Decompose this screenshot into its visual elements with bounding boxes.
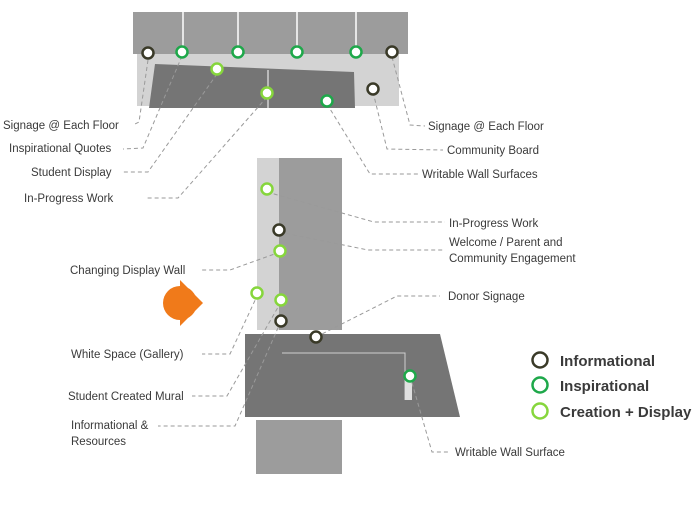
- label-white-space: White Space (Gallery): [71, 349, 184, 361]
- leader-welcome: [278, 231, 445, 251]
- label-donor-signage: Donor Signage: [448, 291, 525, 303]
- marker-creation-in-progress-mid: [260, 182, 274, 196]
- marker-informational-signage-left: [141, 46, 155, 60]
- markers: [141, 45, 417, 383]
- corridor-mid: [279, 158, 342, 330]
- legend: Informational Inspirational Creation + D…: [531, 351, 692, 421]
- top-band: [133, 12, 408, 54]
- legend-item-informational: Informational: [531, 351, 655, 370]
- marker-creation-student-mural: [274, 293, 288, 307]
- label-changing-display-wall: Changing Display Wall: [70, 265, 185, 277]
- marker-inspirational-writable-top: [320, 94, 334, 108]
- bottom-room-floor: [245, 334, 460, 417]
- marker-informational-welcome: [272, 223, 286, 237]
- orange-entry-arrow-icon: [163, 280, 203, 326]
- bottom-room: [245, 334, 460, 474]
- marker-creation-white-space: [250, 286, 264, 300]
- legend-creation-display-label: Creation + Display: [560, 404, 692, 421]
- leader-student-mural: [192, 301, 282, 397]
- corridor-light: [257, 158, 279, 330]
- leader-inspirational-quotes: [122, 55, 183, 150]
- marker-creation-student-display: [210, 62, 224, 76]
- leader-writable-wall-surface: [409, 375, 450, 453]
- leader-writable-wall-surfaces: [326, 103, 418, 175]
- leader-in-progress-right: [266, 191, 445, 223]
- label-info-resources-line2: Resources: [71, 436, 126, 448]
- leader-community-board: [372, 91, 444, 151]
- marker-inspirational-top-4: [349, 45, 363, 59]
- label-student-display: Student Display: [31, 167, 112, 179]
- label-in-progress-left: In-Progress Work: [24, 193, 114, 205]
- label-student-mural: Student Created Mural: [68, 391, 184, 403]
- legend-informational-label: Informational: [560, 353, 655, 370]
- marker-inspirational-quote: [175, 45, 189, 59]
- legend-inspirational-icon: [531, 376, 549, 394]
- label-inspirational-quotes: Inspirational Quotes: [9, 143, 112, 155]
- marker-informational-resources: [274, 314, 288, 328]
- label-welcome-line2: Community Engagement: [449, 253, 576, 265]
- label-signage-left: Signage @ Each Floor: [3, 120, 119, 132]
- marker-informational-community-board: [366, 82, 380, 96]
- legend-inspirational-label: Inspirational: [560, 378, 649, 395]
- marker-creation-in-progress-top: [260, 86, 274, 100]
- leader-in-progress-left: [145, 96, 268, 199]
- leader-student-display: [122, 73, 218, 173]
- legend-item-creation-display: Creation + Display: [531, 402, 692, 421]
- label-writable-wall-surface: Writable Wall Surface: [455, 447, 565, 459]
- label-writable-wall-surfaces: Writable Wall Surfaces: [422, 169, 538, 181]
- labels: Signage @ Each Floor Inspirational Quote…: [3, 120, 576, 459]
- leader-signage-right: [391, 56, 426, 127]
- marker-inspirational-top-3: [290, 45, 304, 59]
- marker-informational-signage-right: [385, 45, 399, 59]
- marker-informational-donor-signage: [309, 330, 323, 344]
- middle-corridor: [257, 158, 342, 330]
- bottom-annex: [256, 420, 342, 474]
- legend-informational-icon: [531, 351, 549, 369]
- legend-creation-display-icon: [531, 402, 549, 420]
- legend-item-inspirational: Inspirational: [531, 376, 649, 395]
- label-community-board: Community Board: [447, 145, 539, 157]
- label-in-progress-right: In-Progress Work: [449, 218, 539, 230]
- leader-donor-signage: [315, 295, 440, 338]
- label-info-resources-line1: Informational &: [71, 420, 149, 432]
- bottom-room-light-strip: [405, 376, 412, 400]
- label-welcome-line1: Welcome / Parent and: [449, 237, 563, 249]
- leader-changing-display: [202, 251, 281, 271]
- leader-info-resources: [158, 320, 282, 427]
- leader-lines: [122, 55, 450, 453]
- leader-white-space: [202, 293, 259, 355]
- marker-inspirational-writable-bottom: [403, 369, 417, 383]
- label-signage-right: Signage @ Each Floor: [428, 121, 544, 133]
- marker-inspirational-top-2: [231, 45, 245, 59]
- marker-creation-changing-display: [273, 244, 287, 258]
